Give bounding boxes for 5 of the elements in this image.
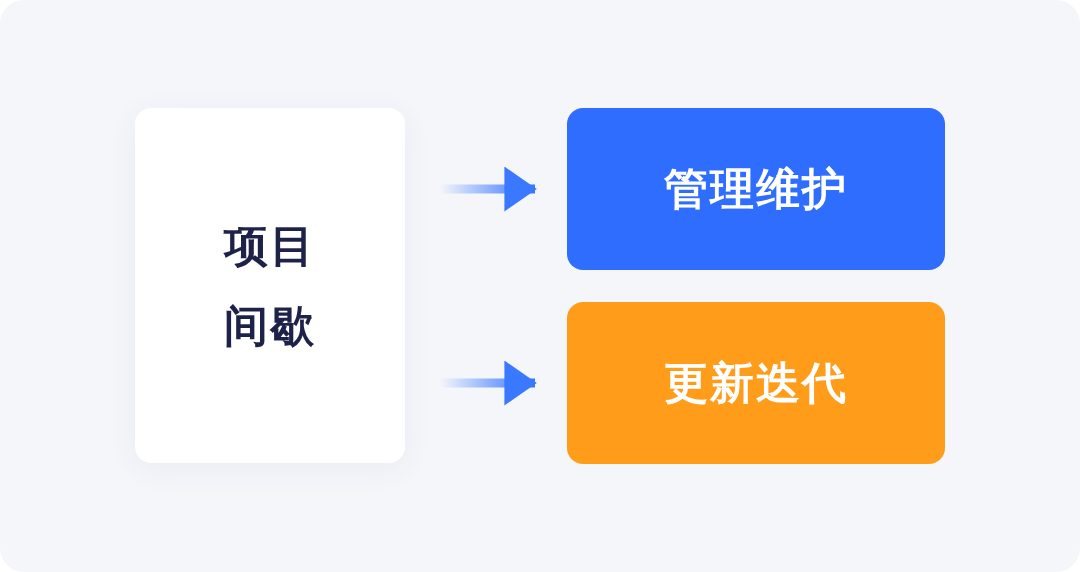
node-label: 管理维护	[664, 162, 848, 216]
node-label: 项目间歇	[223, 219, 317, 353]
process-box	[567, 302, 945, 464]
node-label: 更新迭代	[664, 356, 848, 410]
process-box	[567, 108, 945, 270]
